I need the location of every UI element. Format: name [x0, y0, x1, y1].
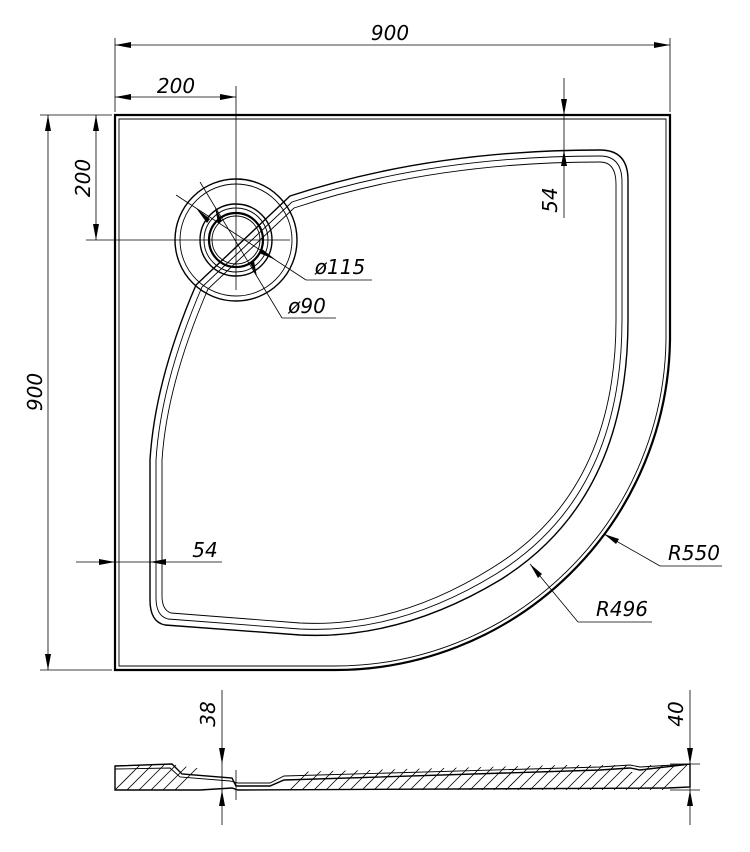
dim-drain-offset-x-label: 200 — [157, 74, 195, 98]
dim-drain-offset-y-label: 200 — [71, 159, 95, 197]
dim-tray-height-label: 40 — [664, 701, 688, 726]
dim-drain-inner-diameter: ø90 — [199, 181, 336, 319]
dim-drain-depth: 38 — [196, 690, 225, 825]
dim-rim-top: 54 — [538, 78, 567, 218]
dim-overall-height: 900 — [23, 114, 112, 671]
dim-overall-width-label: 900 — [371, 21, 409, 45]
dim-rim-top-label: 54 — [538, 187, 562, 212]
section-top-surface — [114, 763, 691, 784]
basin-rim-middle — [155, 155, 623, 630]
dim-overall-width: 900 — [114, 21, 671, 112]
dim-drain-inner-diameter-label: ø90 — [287, 294, 326, 318]
dim-drain-outer-diameter-label: ø115 — [314, 255, 365, 279]
dim-drain-depth-label: 38 — [196, 701, 220, 726]
dim-rim-left: 54 — [76, 538, 222, 565]
dim-tray-height: 40 — [664, 690, 700, 825]
tray-section-view — [114, 763, 691, 800]
dim-outer-radius: R550 — [603, 533, 722, 567]
dim-outer-radius-label: R550 — [668, 541, 720, 565]
section-outline — [114, 763, 691, 791]
dim-drain-offset-y: 200 — [71, 115, 290, 241]
dim-drain-offset-x: 200 — [115, 74, 237, 290]
dim-rim-left-label: 54 — [192, 538, 217, 562]
tray-top-view — [113, 113, 672, 672]
dim-drain-outer-diameter: ø115 — [175, 194, 372, 281]
dim-overall-height-label: 900 — [23, 373, 47, 411]
dim-inner-radius: R496 — [529, 563, 652, 623]
basin-rim-outer — [149, 149, 629, 637]
tray-outer-outline — [113, 113, 672, 672]
basin-rim-inner — [161, 161, 617, 624]
dim-inner-radius-label: R496 — [596, 597, 648, 621]
tray-outer-inner-edge — [118, 118, 667, 667]
